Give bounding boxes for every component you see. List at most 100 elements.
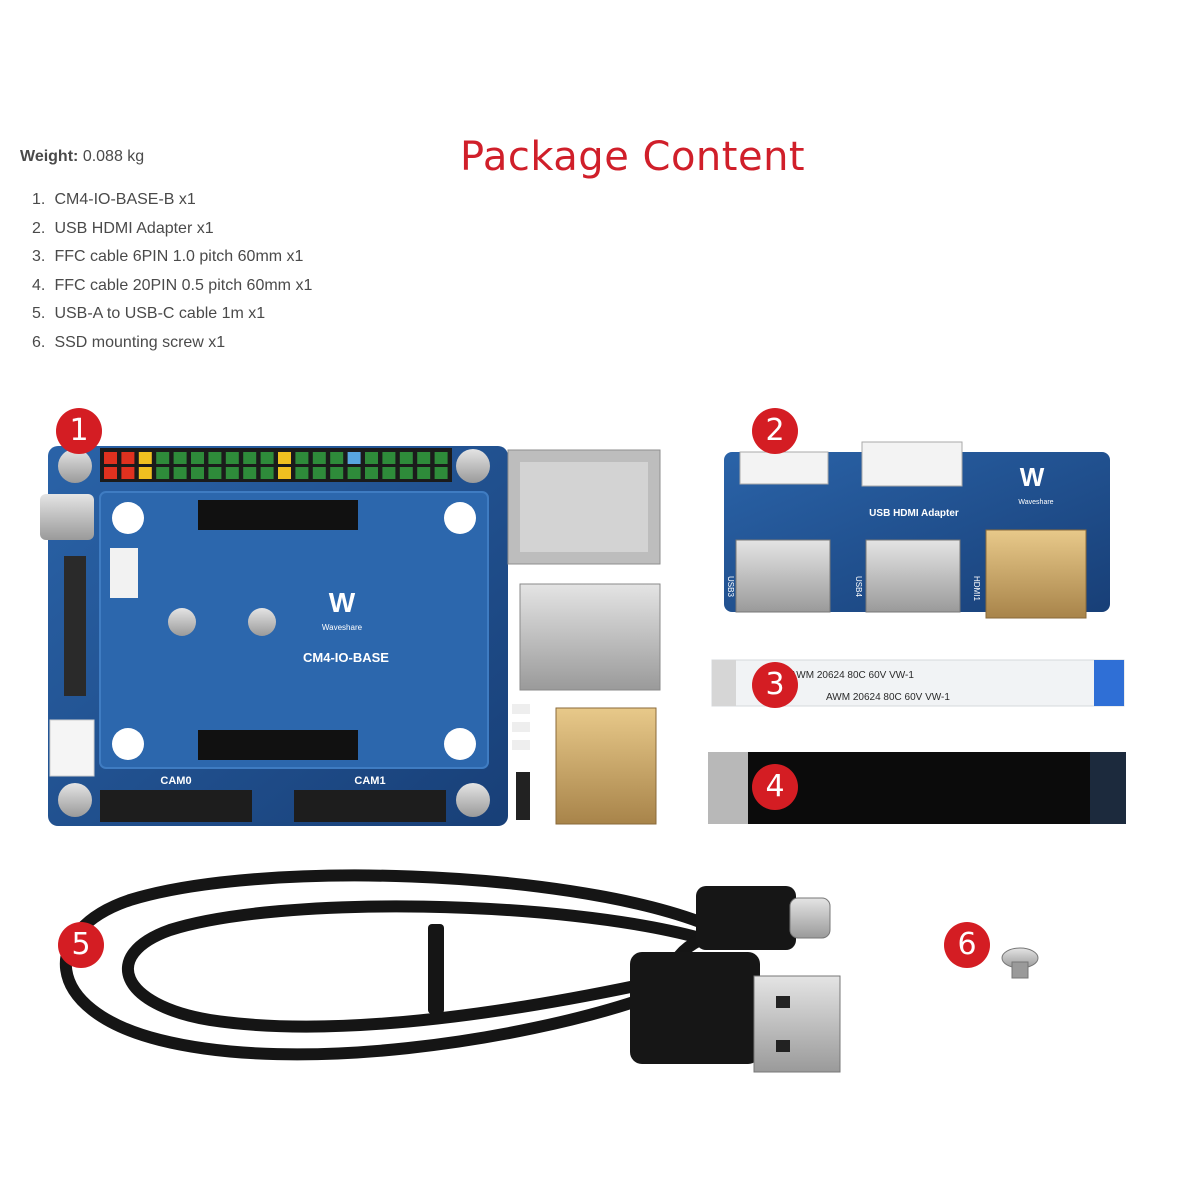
ffc-black-stiffener — [1090, 752, 1126, 824]
gpio-pin — [434, 452, 448, 464]
usb-port-b — [865, 539, 961, 613]
cam0-label: CAM0 — [160, 775, 191, 787]
gpio-pin — [365, 452, 378, 464]
gpio-pin — [173, 467, 187, 479]
adapter-usb1-label: USB3 — [726, 576, 735, 597]
usb-hdmi-adapter: W Waveshare USB HDMI Adapter USB3 USB4 H… — [724, 441, 1110, 619]
gpio-pin — [278, 452, 291, 464]
adapter-brand: Waveshare — [1018, 499, 1053, 506]
cm4-standoff — [444, 728, 476, 760]
package-list: 1. CM4-IO-BASE-B x1 2. USB HDMI Adapter … — [32, 190, 312, 361]
gpio-pin — [191, 467, 204, 479]
cm4-connector-bottom — [198, 730, 358, 760]
gpio-pin — [156, 467, 170, 479]
ffc-print-2: AWM 20624 80C 60V VW-1 — [826, 692, 950, 703]
cam0-connector — [100, 790, 252, 822]
gpio-pin — [434, 467, 448, 479]
gpio-pin — [208, 452, 222, 464]
gpio-pin — [382, 467, 396, 479]
gpio-pin — [330, 467, 344, 479]
gpio-pin — [225, 467, 239, 479]
board-logo-icon: W — [329, 587, 356, 618]
list-item: 3. FFC cable 6PIN 1.0 pitch 60mm x1 — [32, 248, 304, 265]
mounting-hole — [456, 449, 490, 483]
mounting-hole — [58, 449, 92, 483]
mounting-screw — [1001, 947, 1039, 979]
gpio-pin — [191, 452, 204, 464]
gpio-pin — [104, 452, 117, 464]
io-base-board: CAM0 CAM1 W Waveshare CM4-IO-BASE USB 1/… — [40, 446, 661, 826]
gpio-pin — [173, 452, 187, 464]
adapter-hdmi-port — [985, 529, 1087, 619]
board-name: CM4-IO-BASE — [303, 650, 389, 665]
fpc-connector-large — [861, 441, 963, 487]
gpio-pin — [365, 467, 378, 479]
fpc-connector — [64, 556, 86, 696]
badge-1: 1 — [56, 408, 102, 454]
weight-info: Weight: 0.088 kg — [20, 148, 144, 166]
gpio-pin — [417, 467, 431, 479]
gpio-pin — [295, 452, 309, 464]
boot-switch — [516, 772, 530, 820]
list-item: 2. USB HDMI Adapter x1 — [32, 219, 214, 237]
fpc-connector-small — [739, 451, 829, 485]
gpio-pin — [399, 452, 413, 464]
adapter-usb2-label: USB4 — [854, 576, 863, 597]
list-item: 1. CM4-IO-BASE-B x1 — [32, 191, 196, 208]
ssd-standoff — [248, 608, 276, 636]
gpio-pin — [278, 467, 291, 479]
gpio-pin — [260, 452, 274, 464]
usb-cable — [59, 869, 706, 1061]
gpio-pin — [382, 452, 396, 464]
gpio-header — [100, 448, 452, 482]
ffc-contacts — [712, 660, 736, 706]
ffc-stiffener — [1094, 660, 1124, 706]
cm4-standoff — [112, 502, 144, 534]
weight-label: Weight: — [20, 148, 79, 165]
adapter-hdmi-label: HDMI1 — [972, 576, 981, 601]
ssd-standoff — [168, 608, 196, 636]
mounting-hole — [58, 783, 92, 817]
gpio-pin — [208, 467, 222, 479]
badge-2: 2 — [752, 408, 798, 454]
label-sticker — [110, 548, 138, 598]
gpio-pin — [347, 467, 361, 479]
led-indicator — [512, 740, 530, 750]
hdmi-label: HDMI0 — [580, 696, 612, 707]
fan-connector — [49, 719, 95, 777]
usb-port-a — [735, 539, 831, 613]
board-brand: Waveshare — [322, 623, 363, 632]
badge-5: 5 — [58, 922, 104, 968]
carrier-area — [99, 491, 489, 769]
cm4-standoff — [444, 502, 476, 534]
gpio-pin — [347, 452, 361, 464]
page-title: Package Content — [460, 134, 806, 180]
list-item: 6. SSD mounting screw x1 — [32, 333, 226, 351]
gpio-pin — [138, 452, 152, 464]
usb-c-port — [40, 494, 94, 540]
ffc-print-1: AWM 20624 80C 60V VW-1 — [790, 670, 914, 681]
usb-a-plug — [630, 952, 841, 1073]
cm4-standoff — [112, 728, 144, 760]
adapter-name: USB HDMI Adapter — [869, 508, 959, 519]
gpio-pin — [312, 452, 326, 464]
gpio-pin — [417, 452, 431, 464]
gpio-pin — [295, 467, 309, 479]
led-indicator — [512, 704, 530, 714]
cm4-connector-top — [198, 500, 358, 530]
gpio-pin — [243, 452, 257, 464]
weight-value: 0.088 kg — [82, 148, 145, 165]
led-indicator — [512, 722, 530, 732]
gpio-pin — [121, 467, 135, 479]
adapter-logo-icon: W — [1020, 462, 1045, 492]
usb-label: USB 1/2 — [577, 574, 615, 585]
cam1-connector — [294, 790, 446, 822]
gpio-pin — [121, 452, 135, 464]
gpio-pin — [399, 467, 413, 479]
ffc-black-contacts — [708, 752, 748, 824]
gpio-pin — [330, 452, 344, 464]
cam1-label: CAM1 — [354, 775, 385, 787]
gpio-pin — [243, 467, 257, 479]
gpio-pin — [312, 467, 326, 479]
